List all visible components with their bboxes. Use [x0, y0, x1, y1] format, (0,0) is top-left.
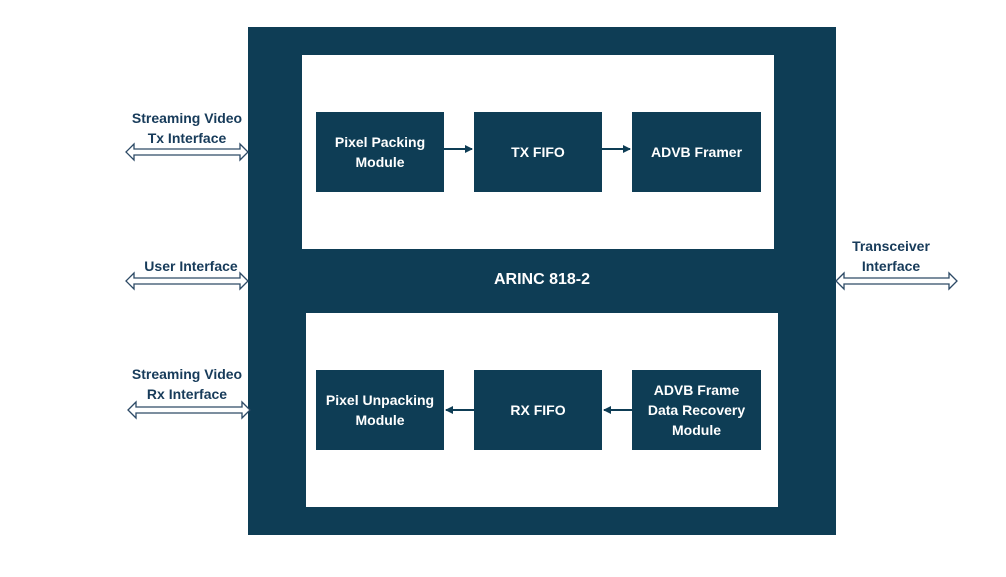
streaming-rx-double-arrow [127, 400, 251, 420]
user-interface-label: User Interface [144, 258, 238, 274]
user-interface-double-arrow [125, 271, 249, 291]
streaming-tx-double-arrow [125, 142, 249, 162]
streaming-video-tx-interface-label: Streaming Video Tx Interface [131, 110, 243, 146]
pixel-unpacking-module-block: Pixel Unpacking Module [316, 370, 444, 450]
core-label: ARINC 818-2 [493, 271, 591, 288]
streaming-video-rx-interface-label: Streaming Video Rx Interface [131, 366, 243, 402]
advb-frame-data-recovery-block: ADVB Frame Data Recovery Module [632, 370, 761, 450]
transceiver-interface-label: Transceiver Interface [852, 238, 930, 274]
rx-fifo-block: RX FIFO [474, 370, 602, 450]
pixel-packing-module-block: Pixel Packing Module [316, 112, 444, 192]
transceiver-double-arrow [835, 271, 958, 291]
tx-fifo-block: TX FIFO [474, 112, 602, 192]
advb-framer-block: ADVB Framer [632, 112, 761, 192]
